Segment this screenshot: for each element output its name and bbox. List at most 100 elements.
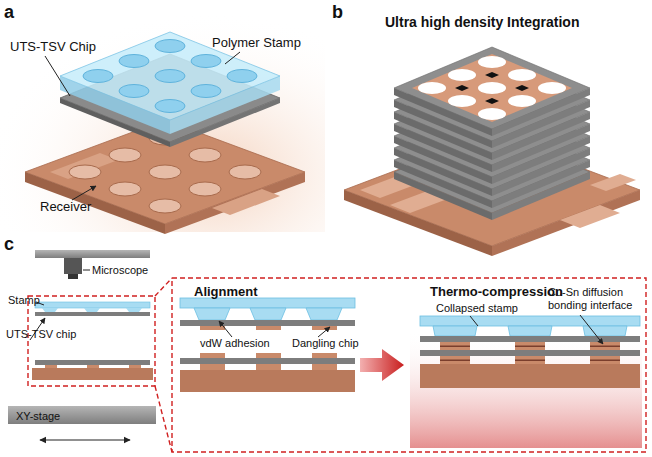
heated-zone bbox=[410, 330, 642, 448]
bonded-stack bbox=[440, 360, 470, 362]
part-label: UTS-TSV Chip bbox=[10, 40, 96, 55]
panel-a-background bbox=[0, 0, 325, 232]
alignment-stack bbox=[200, 353, 225, 358]
bonded-stack bbox=[515, 346, 545, 348]
polymer-stamp bbox=[155, 70, 185, 83]
leader-line bbox=[45, 52, 240, 200]
bonded-stack bbox=[515, 342, 545, 350]
top-chip-pattern bbox=[478, 108, 506, 120]
xy-stage bbox=[40, 439, 130, 440]
part-label: XY-stage bbox=[16, 410, 60, 423]
top-chip-pattern bbox=[448, 69, 476, 81]
part-label: Microscope bbox=[92, 264, 148, 277]
leader-line bbox=[225, 52, 240, 64]
setup-stack bbox=[32, 368, 153, 380]
top-chip-pattern bbox=[455, 85, 469, 91]
receiver-substrate bbox=[25, 172, 165, 234]
receiver-base bbox=[590, 174, 636, 191]
leader-line bbox=[45, 56, 70, 96]
chip-stack bbox=[394, 47, 590, 220]
alignment-stack bbox=[180, 320, 355, 326]
alignment-stack bbox=[180, 358, 355, 364]
top-chip-pattern bbox=[418, 82, 446, 94]
alignment-stack bbox=[306, 308, 342, 320]
xy-stage bbox=[8, 406, 156, 424]
callout-label: Dangling chip bbox=[292, 337, 359, 350]
polymer-stamp bbox=[191, 55, 221, 68]
panel-a-background bbox=[0, 0, 325, 232]
stage-region: Thermo-compression bbox=[406, 281, 642, 449]
receiver-substrate bbox=[149, 165, 181, 179]
bonded-stack bbox=[440, 346, 470, 348]
part-label: Polymer Stamp bbox=[212, 36, 301, 51]
stage-title: Alignment bbox=[194, 284, 358, 300]
stage-title: Thermo-compression bbox=[430, 284, 642, 300]
alignment-stack bbox=[200, 326, 225, 330]
receiver-substrate bbox=[229, 165, 261, 179]
leader-line bbox=[470, 315, 603, 344]
bonded-stack bbox=[440, 356, 470, 364]
part-label: Receiver bbox=[40, 200, 91, 215]
setup-stack bbox=[35, 302, 150, 308]
bonded-stack bbox=[515, 356, 545, 364]
top-chip-pattern bbox=[515, 85, 529, 91]
zoom-guide bbox=[155, 386, 172, 452]
panel-heading: Ultra high density Integration bbox=[385, 14, 579, 30]
receiver-substrate bbox=[149, 199, 181, 213]
top-chip-pattern bbox=[538, 82, 566, 94]
leader-line bbox=[580, 315, 603, 344]
bonded-stack bbox=[590, 342, 620, 350]
alignment-stack bbox=[256, 326, 281, 330]
alignment-stack bbox=[200, 364, 225, 370]
alignment-stack bbox=[312, 364, 337, 370]
receiver-base bbox=[560, 205, 620, 228]
alignment-stack bbox=[312, 353, 337, 358]
setup-stack bbox=[87, 365, 99, 368]
xy-stage bbox=[8, 406, 156, 440]
polymer-stamp bbox=[155, 100, 185, 113]
stage-region: Alignment bbox=[176, 281, 358, 449]
bonded-stack bbox=[420, 336, 640, 342]
setup-stack bbox=[126, 308, 142, 312]
panel-letter: c bbox=[4, 234, 14, 255]
top-chip-pattern bbox=[478, 56, 506, 68]
leader-line bbox=[83, 270, 90, 271]
bonded-stack bbox=[420, 316, 640, 326]
setup-stack bbox=[84, 308, 100, 312]
bonded-stack bbox=[590, 360, 620, 362]
top-chip-pattern bbox=[508, 69, 536, 81]
setup-stack bbox=[129, 365, 141, 368]
alignment-stack bbox=[180, 370, 355, 392]
bonded-stack bbox=[590, 346, 620, 348]
receiver-substrate bbox=[212, 189, 280, 215]
top-chip-pattern bbox=[485, 72, 499, 78]
part-label: Stamp bbox=[8, 294, 40, 307]
leader-line bbox=[219, 321, 232, 337]
zoom-guide bbox=[28, 278, 646, 452]
callout-label: Collapsed stamp bbox=[436, 302, 518, 315]
top-chip-pattern bbox=[508, 95, 536, 107]
polymer-stamp bbox=[155, 40, 185, 53]
bonded-stack bbox=[420, 350, 640, 356]
top-chip-pattern bbox=[412, 54, 572, 122]
chip-stack bbox=[394, 47, 590, 136]
setup-stack bbox=[35, 360, 150, 365]
panel-letter: b bbox=[332, 2, 343, 23]
microscope bbox=[68, 274, 78, 279]
microscope bbox=[35, 250, 150, 258]
receiver-substrate bbox=[189, 182, 221, 196]
bonded-stack bbox=[420, 364, 640, 388]
setup-stack bbox=[35, 312, 150, 316]
polymer-stamp bbox=[83, 70, 113, 83]
leader-line bbox=[318, 327, 330, 337]
alignment-stack bbox=[312, 326, 337, 330]
polymer-stamp bbox=[227, 70, 257, 83]
receiver-substrate bbox=[109, 148, 141, 162]
alignment-stack bbox=[194, 308, 230, 320]
polymer-stamp bbox=[119, 85, 149, 98]
bonded-stack bbox=[590, 356, 620, 364]
zoom-guide bbox=[155, 278, 172, 296]
top-chip-pattern bbox=[412, 54, 572, 122]
